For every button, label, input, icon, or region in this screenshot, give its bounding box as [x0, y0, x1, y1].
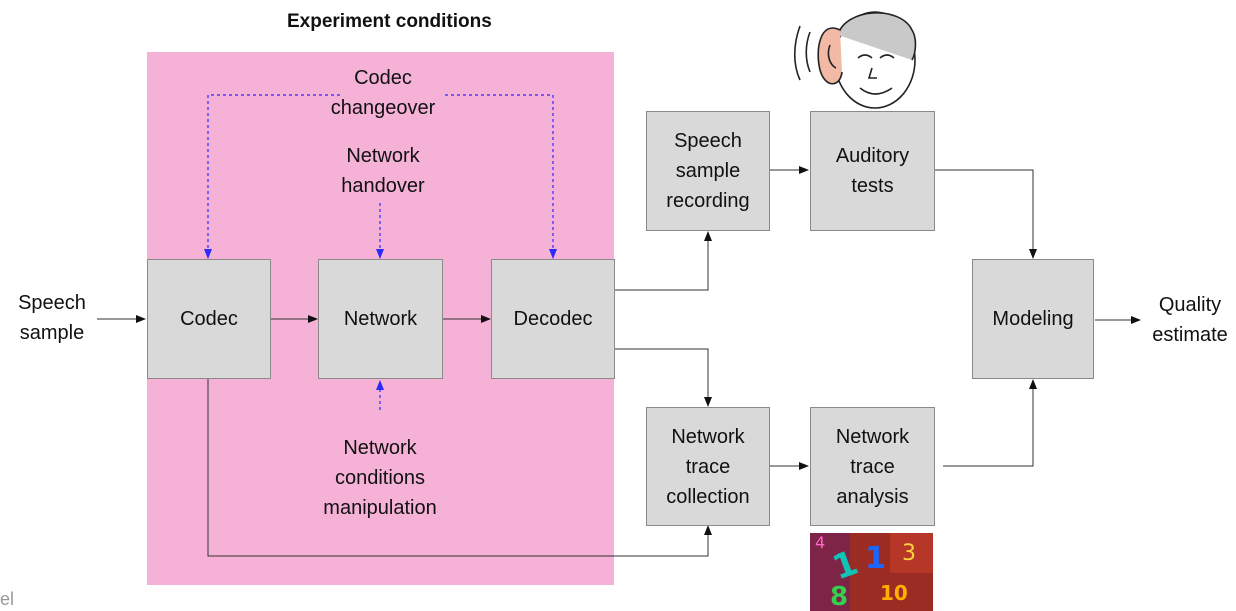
svg-text:8: 8: [830, 582, 848, 611]
decodec-box: Decodec: [491, 259, 615, 379]
codec-box: Codec: [147, 259, 271, 379]
svg-text:10: 10: [880, 581, 908, 605]
speech-sample-recording-box: Speech sample recording: [646, 111, 770, 231]
network-handover-label: Network handover: [341, 145, 425, 197]
codec-changeover-arrows: [204, 94, 557, 410]
svg-text:4: 4: [815, 533, 825, 552]
experiment-conditions-title: Experiment conditions: [287, 11, 492, 32]
listener-ear-illustration: [793, 11, 917, 109]
codec-changeover-label: Codec changeover: [330, 67, 436, 119]
flow-connectors: [97, 166, 1141, 557]
network-trace-analysis-box: Network trace analysis: [810, 407, 935, 526]
svg-text:3: 3: [902, 541, 916, 566]
svg-text:1: 1: [865, 541, 886, 576]
modeling-box: Modeling: [972, 259, 1094, 379]
speech-sample-input: Speech sample: [18, 292, 86, 344]
edge-text-fragment: el: [0, 589, 15, 609]
colorful-numbers-image: 1 1 3 8 10 4: [810, 533, 933, 611]
auditory-tests-box: Auditory tests: [810, 111, 935, 231]
network-trace-collection-box: Network trace collection: [646, 407, 770, 526]
network-conditions-label: Network conditions manipulation: [323, 437, 437, 519]
quality-estimate-output: Quality estimate: [1152, 294, 1228, 346]
network-box: Network: [318, 259, 443, 379]
